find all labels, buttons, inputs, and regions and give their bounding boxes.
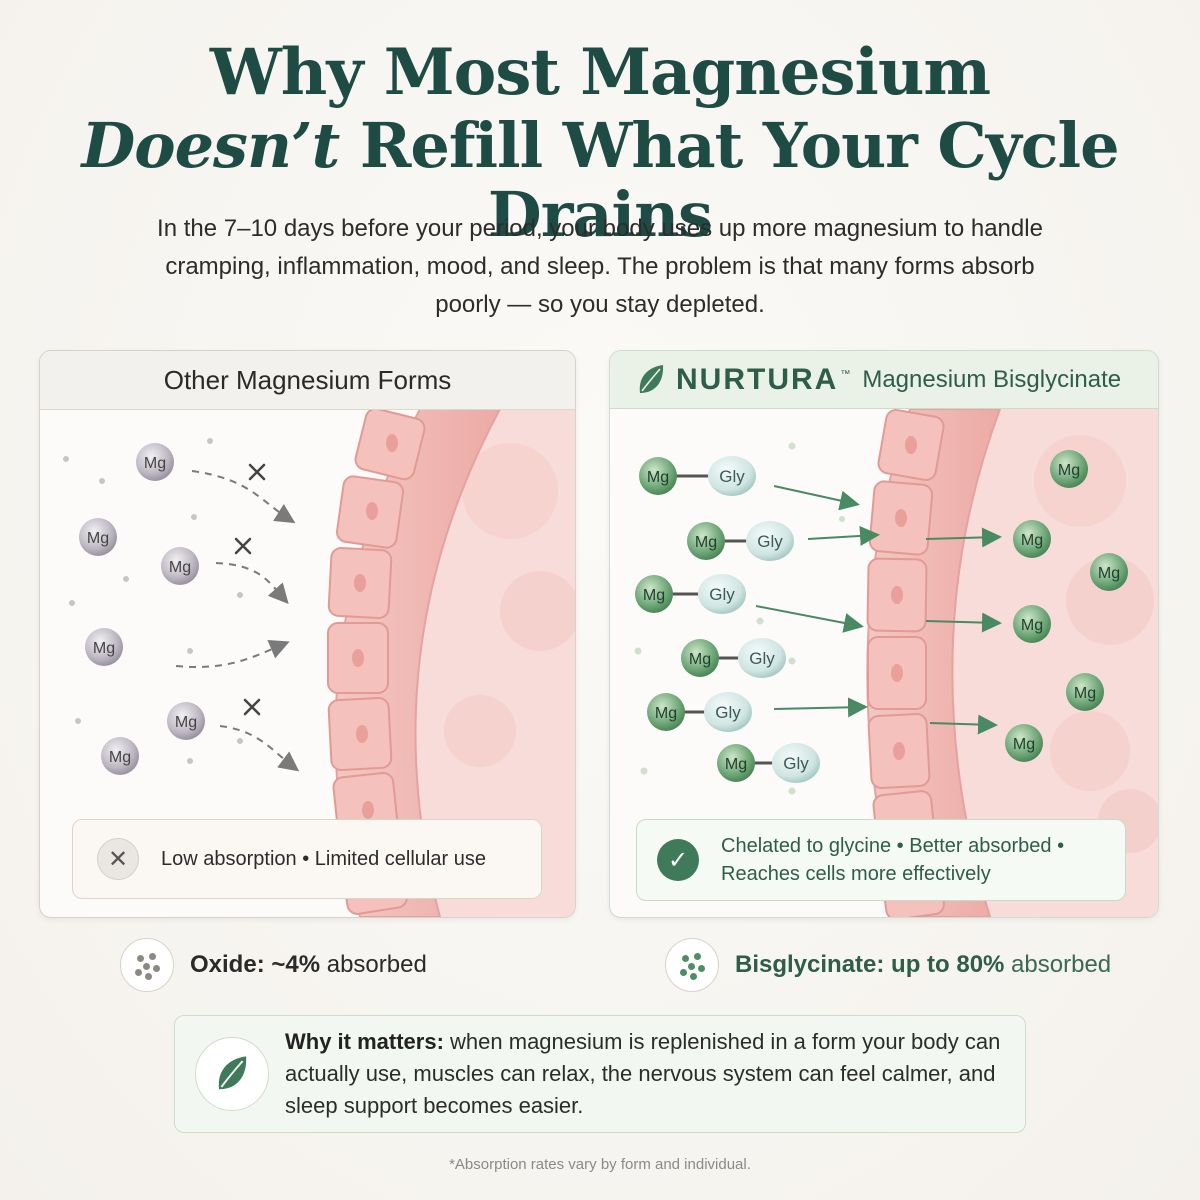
bisglycinate-stat-text: Bisglycinate: up to 80% absorbed xyxy=(735,951,1111,979)
mg-label: Mg xyxy=(1021,532,1043,549)
mg-label: Mg xyxy=(647,469,669,486)
title-emphasis: Doesn’t xyxy=(81,109,340,183)
gly-label: Gly xyxy=(757,532,783,551)
why-it-matters-body: when magnesium is replenished in a form … xyxy=(285,1029,1001,1118)
gly-label: Gly xyxy=(709,585,735,604)
trademark: ™ xyxy=(840,368,851,380)
leaf-icon xyxy=(639,364,664,393)
intro-paragraph: In the 7–10 days before your period, you… xyxy=(157,215,1043,318)
caption-line-2: Reaches cells more effectively xyxy=(721,863,991,885)
mg-label: Mg xyxy=(655,705,677,722)
nurtura-header: NURTURA ™ Magnesium Bisglycinate xyxy=(610,351,1158,409)
oxide-stat-suffix: absorbed xyxy=(320,951,427,978)
mg-label: Mg xyxy=(144,455,166,472)
brand-lockup: NURTURA ™ Magnesium Bisglycinate xyxy=(636,363,1121,397)
mg-molecules xyxy=(635,450,1128,782)
why-it-matters-box: Why it matters: when magnesium is replen… xyxy=(174,1015,1026,1133)
mg-label: Mg xyxy=(1058,462,1080,479)
oxide-stat-value: Oxide: ~4% xyxy=(190,951,321,978)
check-icon: ✓ xyxy=(657,839,699,881)
title-line-2-rest: Refill What Your Cycle Drains xyxy=(339,109,1120,251)
product-name: Magnesium Bisglycinate xyxy=(862,365,1122,393)
oxide-stat-text: Oxide: ~4% absorbed xyxy=(190,951,427,979)
mg-label: Mg xyxy=(87,530,109,547)
other-forms-title: Other Magnesium Forms xyxy=(163,364,452,395)
bisglycinate-stat-value: Bisglycinate: up to 80% xyxy=(735,951,1005,978)
gly-label: Gly xyxy=(749,649,775,668)
x-mark-icon xyxy=(234,463,266,716)
dots-icon xyxy=(665,938,719,992)
better-absorption-caption: ✓ Chelated to glycine • Better absorbed … xyxy=(636,819,1126,901)
why-it-matters-text: Why it matters: when magnesium is replen… xyxy=(285,1026,1005,1122)
gly-labels: Gly Gly Gly Gly Gly Gly xyxy=(709,467,809,773)
leaf-icon xyxy=(195,1037,269,1111)
title-line-2: Doesn’t Refill What Your Cycle Drains xyxy=(0,112,1200,248)
mg-label: Mg xyxy=(1074,685,1096,702)
mg-label: Mg xyxy=(93,640,115,657)
bisglycinate-stat-suffix: absorbed xyxy=(1004,951,1112,978)
x-mark-icon: ✕ xyxy=(97,838,139,880)
mg-label: Mg xyxy=(643,587,665,604)
mg-labels: Mg Mg Mg Mg Mg Mg Mg Mg Mg Mg Mg Mg xyxy=(643,462,1120,773)
mg-label: Mg xyxy=(689,651,711,668)
low-absorption-text: Low absorption • Limited cellular use xyxy=(161,847,486,870)
gly-label: Gly xyxy=(783,754,809,773)
mg-label: Mg xyxy=(695,534,717,551)
other-forms-panel: Other Magnesium Forms xyxy=(39,350,576,918)
nurtura-panel: NURTURA ™ Magnesium Bisglycinate xyxy=(609,350,1159,918)
mg-label: Mg xyxy=(169,559,191,576)
other-forms-header: Other Magnesium Forms xyxy=(40,351,575,410)
mg-label: Mg xyxy=(1098,565,1120,582)
title-line-1: Why Most Magnesium xyxy=(209,35,991,110)
caption-line-1: Chelated to glycine • Better absorbed • xyxy=(721,835,1065,857)
better-absorption-text: Chelated to glycine • Better absorbed • … xyxy=(721,832,1064,888)
gly-molecules xyxy=(698,456,820,783)
brand-name: NURTURA xyxy=(676,362,839,396)
gly-label: Gly xyxy=(719,467,745,486)
dots-icon xyxy=(120,938,174,992)
mg-label: Mg xyxy=(175,714,197,731)
why-it-matters-label: Why it matters: xyxy=(285,1029,444,1054)
page-title: Why Most Magnesium Doesn’t Refill What Y… xyxy=(0,35,1200,249)
low-absorption-caption: ✕ Low absorption • Limited cellular use xyxy=(72,819,542,899)
mg-label: Mg xyxy=(1021,617,1043,634)
mg-molecules xyxy=(79,443,205,775)
footnote: *Absorption rates vary by form and indiv… xyxy=(449,1156,751,1173)
mg-label: Mg xyxy=(725,756,747,773)
mg-label: Mg xyxy=(1013,736,1035,753)
mg-label: Mg xyxy=(109,749,131,766)
oxide-stat: Oxide: ~4% absorbed xyxy=(120,938,427,992)
gly-label: Gly xyxy=(715,703,741,722)
mg-labels: Mg Mg Mg Mg Mg Mg xyxy=(87,455,197,766)
bisglycinate-stat: Bisglycinate: up to 80% absorbed xyxy=(665,938,1111,992)
